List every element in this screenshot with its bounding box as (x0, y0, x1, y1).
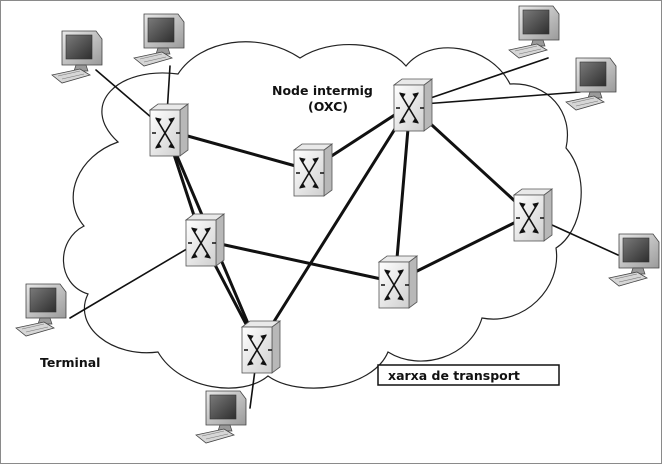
node-label-line1: Node intermig (272, 83, 373, 98)
trunk-link-oxc-2-oxc-6 (393, 103, 412, 284)
network-label: xarxa de transport (388, 368, 520, 383)
access-link-terminal-4-oxc-2 (409, 91, 581, 106)
terminal-computer-icon (508, 5, 560, 59)
oxc-switch-icon (392, 78, 434, 132)
oxc-switch-icon (377, 255, 419, 309)
access-link-terminal-6-oxc-5 (69, 239, 203, 319)
access-link-terminal-3-oxc-2 (409, 57, 549, 106)
terminal-computer-icon (565, 57, 617, 111)
terminal-computer-icon (608, 233, 660, 287)
transport-network-cloud (62, 41, 582, 389)
oxc-switch-icon (240, 320, 282, 374)
terminal-computer-icon (195, 390, 247, 444)
oxc-switch-icon (148, 103, 190, 157)
oxc-switch-icon (512, 188, 554, 242)
nodes-layer (15, 5, 660, 444)
terminal-computer-icon (15, 283, 67, 337)
terminal-computer-icon (133, 13, 185, 67)
terminal-label: Terminal (40, 355, 100, 370)
trunk-link-oxc-2-oxc-7 (256, 103, 412, 349)
trunk-link-oxc-6-oxc-4 (393, 213, 532, 284)
oxc-switch-icon (184, 213, 226, 267)
trunk-link-oxc-5-oxc-6 (200, 238, 397, 284)
oxc-switch-icon (292, 143, 334, 197)
node-label-line2: (OXC) (308, 99, 348, 114)
trunk-link-oxc-1-oxc-3 (164, 128, 312, 172)
terminal-computer-icon (51, 30, 103, 84)
network-label-box (377, 364, 560, 386)
